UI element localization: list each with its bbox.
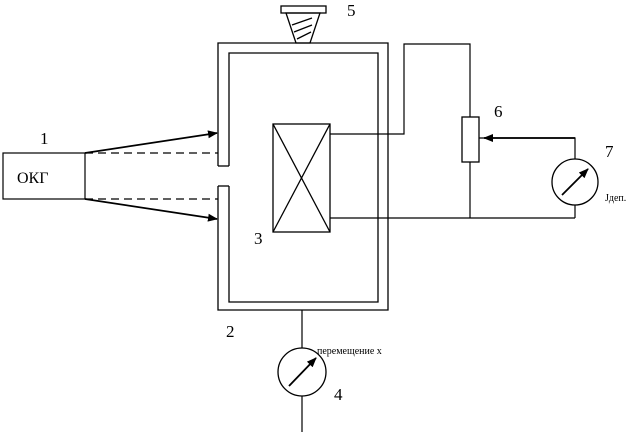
displacement-meter-label: перемещение x [317,346,382,357]
label-1: 1 [40,129,49,148]
beam-lower-arrow [84,198,218,222]
current-meter [551,158,599,206]
laser-box [2,152,86,200]
label-3: 3 [254,229,263,248]
label-4: 4 [334,385,343,404]
chamber [217,42,389,311]
beam-upper-arrow [84,130,218,154]
label-5: 5 [347,1,356,20]
displacement-meter [277,347,327,397]
label-2: 2 [226,322,235,341]
circuit-wires [330,43,576,219]
label-6: 6 [494,102,503,121]
sample-element [272,123,331,233]
label-7: 7 [605,142,614,161]
current-meter-label: Jдеп. [605,193,626,204]
resistor [461,116,480,163]
screw-adjuster [280,5,327,44]
laser-label: ОКГ [17,170,48,187]
